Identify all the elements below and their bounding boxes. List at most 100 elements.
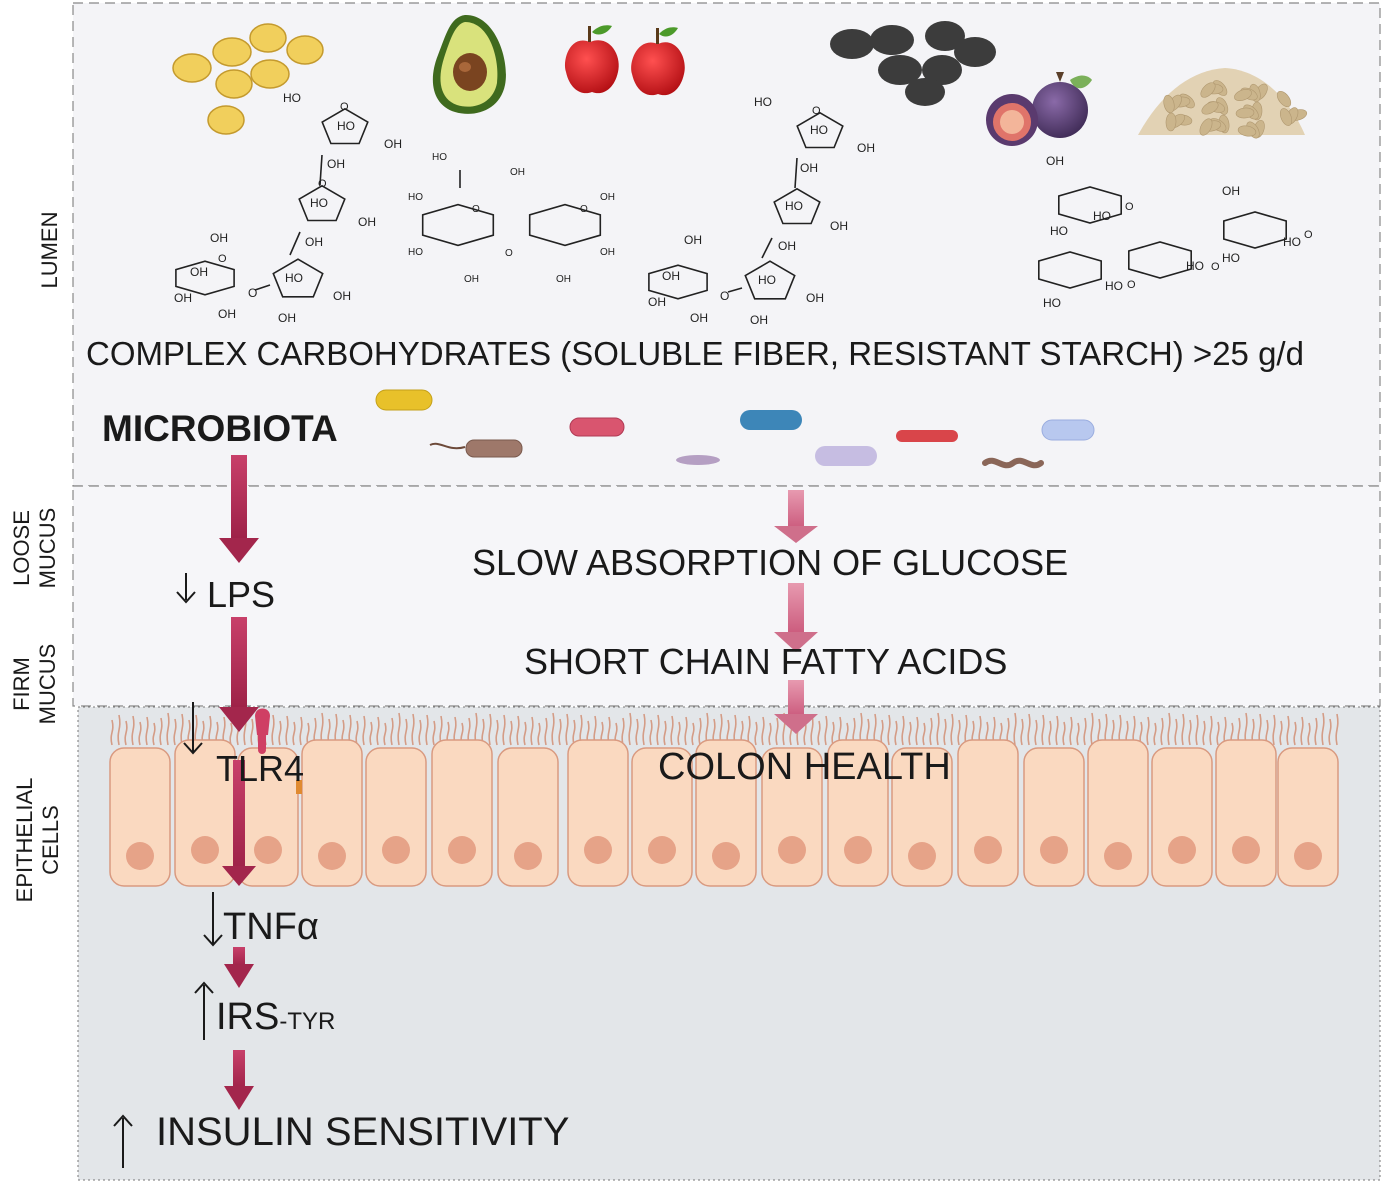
colon-health-label: COLON HEALTH bbox=[658, 746, 951, 788]
microvillus bbox=[677, 721, 681, 746]
microvillus bbox=[131, 715, 135, 746]
microvillus bbox=[1307, 722, 1311, 746]
microbiota-label: MICROBIOTA bbox=[102, 408, 338, 449]
chem-label: HO bbox=[285, 271, 303, 285]
microvillus bbox=[1062, 721, 1066, 746]
chem-bond bbox=[254, 284, 271, 291]
oat-flake bbox=[1165, 112, 1177, 132]
epithelial-cell bbox=[695, 739, 757, 887]
chem-label: OH bbox=[600, 192, 615, 203]
chem-label: OH bbox=[684, 233, 702, 247]
oat-flake bbox=[1201, 101, 1219, 115]
oat-flake bbox=[1237, 125, 1257, 137]
scfa-label: SHORT CHAIN FATTY ACIDS bbox=[524, 641, 1008, 682]
microvillus bbox=[285, 715, 289, 746]
chem-label: O bbox=[318, 178, 327, 190]
label-cells: CELLS bbox=[38, 805, 63, 875]
microvillus bbox=[1020, 718, 1024, 746]
microvillus bbox=[418, 719, 422, 746]
chem-label: OH bbox=[830, 219, 848, 233]
cell-nucleus bbox=[974, 836, 1002, 864]
furanose-ring bbox=[773, 187, 821, 225]
label-loose: LOOSE bbox=[9, 510, 34, 586]
microvillus bbox=[362, 715, 366, 746]
furanose-ring bbox=[321, 107, 369, 145]
microvillus bbox=[1209, 715, 1213, 746]
cell-nucleus bbox=[318, 842, 346, 870]
microvillus bbox=[1146, 716, 1150, 746]
chem-label: OH bbox=[218, 307, 236, 321]
soybeans-icon bbox=[172, 23, 324, 135]
chem-label: O bbox=[1211, 261, 1220, 273]
epithelial-cell bbox=[431, 739, 493, 887]
microvillus bbox=[166, 712, 170, 746]
microvillus bbox=[390, 717, 394, 746]
black-beans-icon bbox=[830, 21, 996, 106]
cell-nucleus bbox=[382, 836, 410, 864]
epithelial-cell bbox=[1151, 747, 1213, 887]
microvillus bbox=[299, 716, 303, 746]
label-epithelial: EPITHELIAL bbox=[12, 777, 37, 903]
microvillus bbox=[523, 721, 527, 746]
loose-mucus-region bbox=[72, 485, 1381, 707]
microvillus bbox=[1293, 721, 1297, 746]
chem-label: O bbox=[248, 286, 257, 300]
microvillus bbox=[1083, 717, 1087, 746]
cell-nucleus bbox=[648, 836, 676, 864]
microvillus bbox=[754, 721, 758, 746]
microvillus bbox=[1076, 722, 1080, 746]
microvillus bbox=[250, 718, 254, 746]
microvillus bbox=[1160, 717, 1164, 746]
microvillus bbox=[488, 713, 492, 746]
microvillus bbox=[159, 717, 163, 746]
microvillus bbox=[1272, 714, 1276, 746]
chem-label: OH bbox=[662, 269, 680, 283]
chem-label: OH bbox=[600, 247, 615, 258]
epithelial-cell bbox=[631, 747, 693, 887]
epithelial-cell bbox=[1215, 739, 1277, 887]
lumen-region bbox=[72, 2, 1381, 487]
chem-label: HO bbox=[1222, 251, 1240, 265]
chem-label: OH bbox=[800, 161, 818, 175]
label-firm-mucus: FIRM MUCUS bbox=[9, 624, 61, 744]
fig-icon bbox=[986, 72, 1092, 146]
microvillus bbox=[152, 722, 156, 746]
chem-label: OH bbox=[806, 291, 824, 305]
label-lumen: LUMEN bbox=[37, 211, 62, 289]
epithelial-cell bbox=[567, 739, 629, 887]
chem-label: HO bbox=[785, 199, 803, 213]
chem-label: O bbox=[1304, 229, 1313, 241]
irs-label: IRS-TYR bbox=[216, 996, 335, 1039]
chem-label: HO bbox=[408, 247, 423, 258]
microvillus bbox=[824, 715, 828, 746]
sugar-ring bbox=[421, 203, 495, 247]
furanose-ring bbox=[796, 111, 844, 149]
microvillus bbox=[516, 715, 520, 746]
microvillus bbox=[1069, 716, 1073, 746]
epithelial-cell bbox=[497, 747, 559, 887]
microvillus bbox=[761, 716, 765, 746]
microvillus bbox=[775, 717, 779, 746]
furanose-ring bbox=[272, 258, 324, 298]
chem-label: OH bbox=[305, 235, 323, 249]
microvillus bbox=[656, 714, 660, 746]
tlr4-receptor-icon bbox=[255, 708, 302, 794]
chem-label: HO bbox=[1186, 259, 1204, 273]
microvillus bbox=[943, 718, 947, 746]
microvillus bbox=[684, 716, 688, 746]
epithelial-cell bbox=[1087, 739, 1149, 887]
chem-label: OH bbox=[327, 157, 345, 171]
oat-flake bbox=[1163, 94, 1175, 114]
microvillus bbox=[173, 718, 177, 746]
oat-flake bbox=[1200, 82, 1216, 98]
chem-bond bbox=[761, 237, 773, 259]
furanose-ring bbox=[298, 184, 346, 222]
microvillus bbox=[628, 712, 632, 746]
tlr4-label: TLR4 bbox=[216, 748, 305, 789]
microvillus bbox=[691, 722, 695, 746]
microvillus bbox=[1328, 718, 1332, 746]
label-mucus-1: MUCUS bbox=[35, 507, 60, 589]
chem-label: HO bbox=[310, 196, 328, 210]
microvillus bbox=[1300, 716, 1304, 746]
irs-subscript: -TYR bbox=[279, 1008, 336, 1035]
